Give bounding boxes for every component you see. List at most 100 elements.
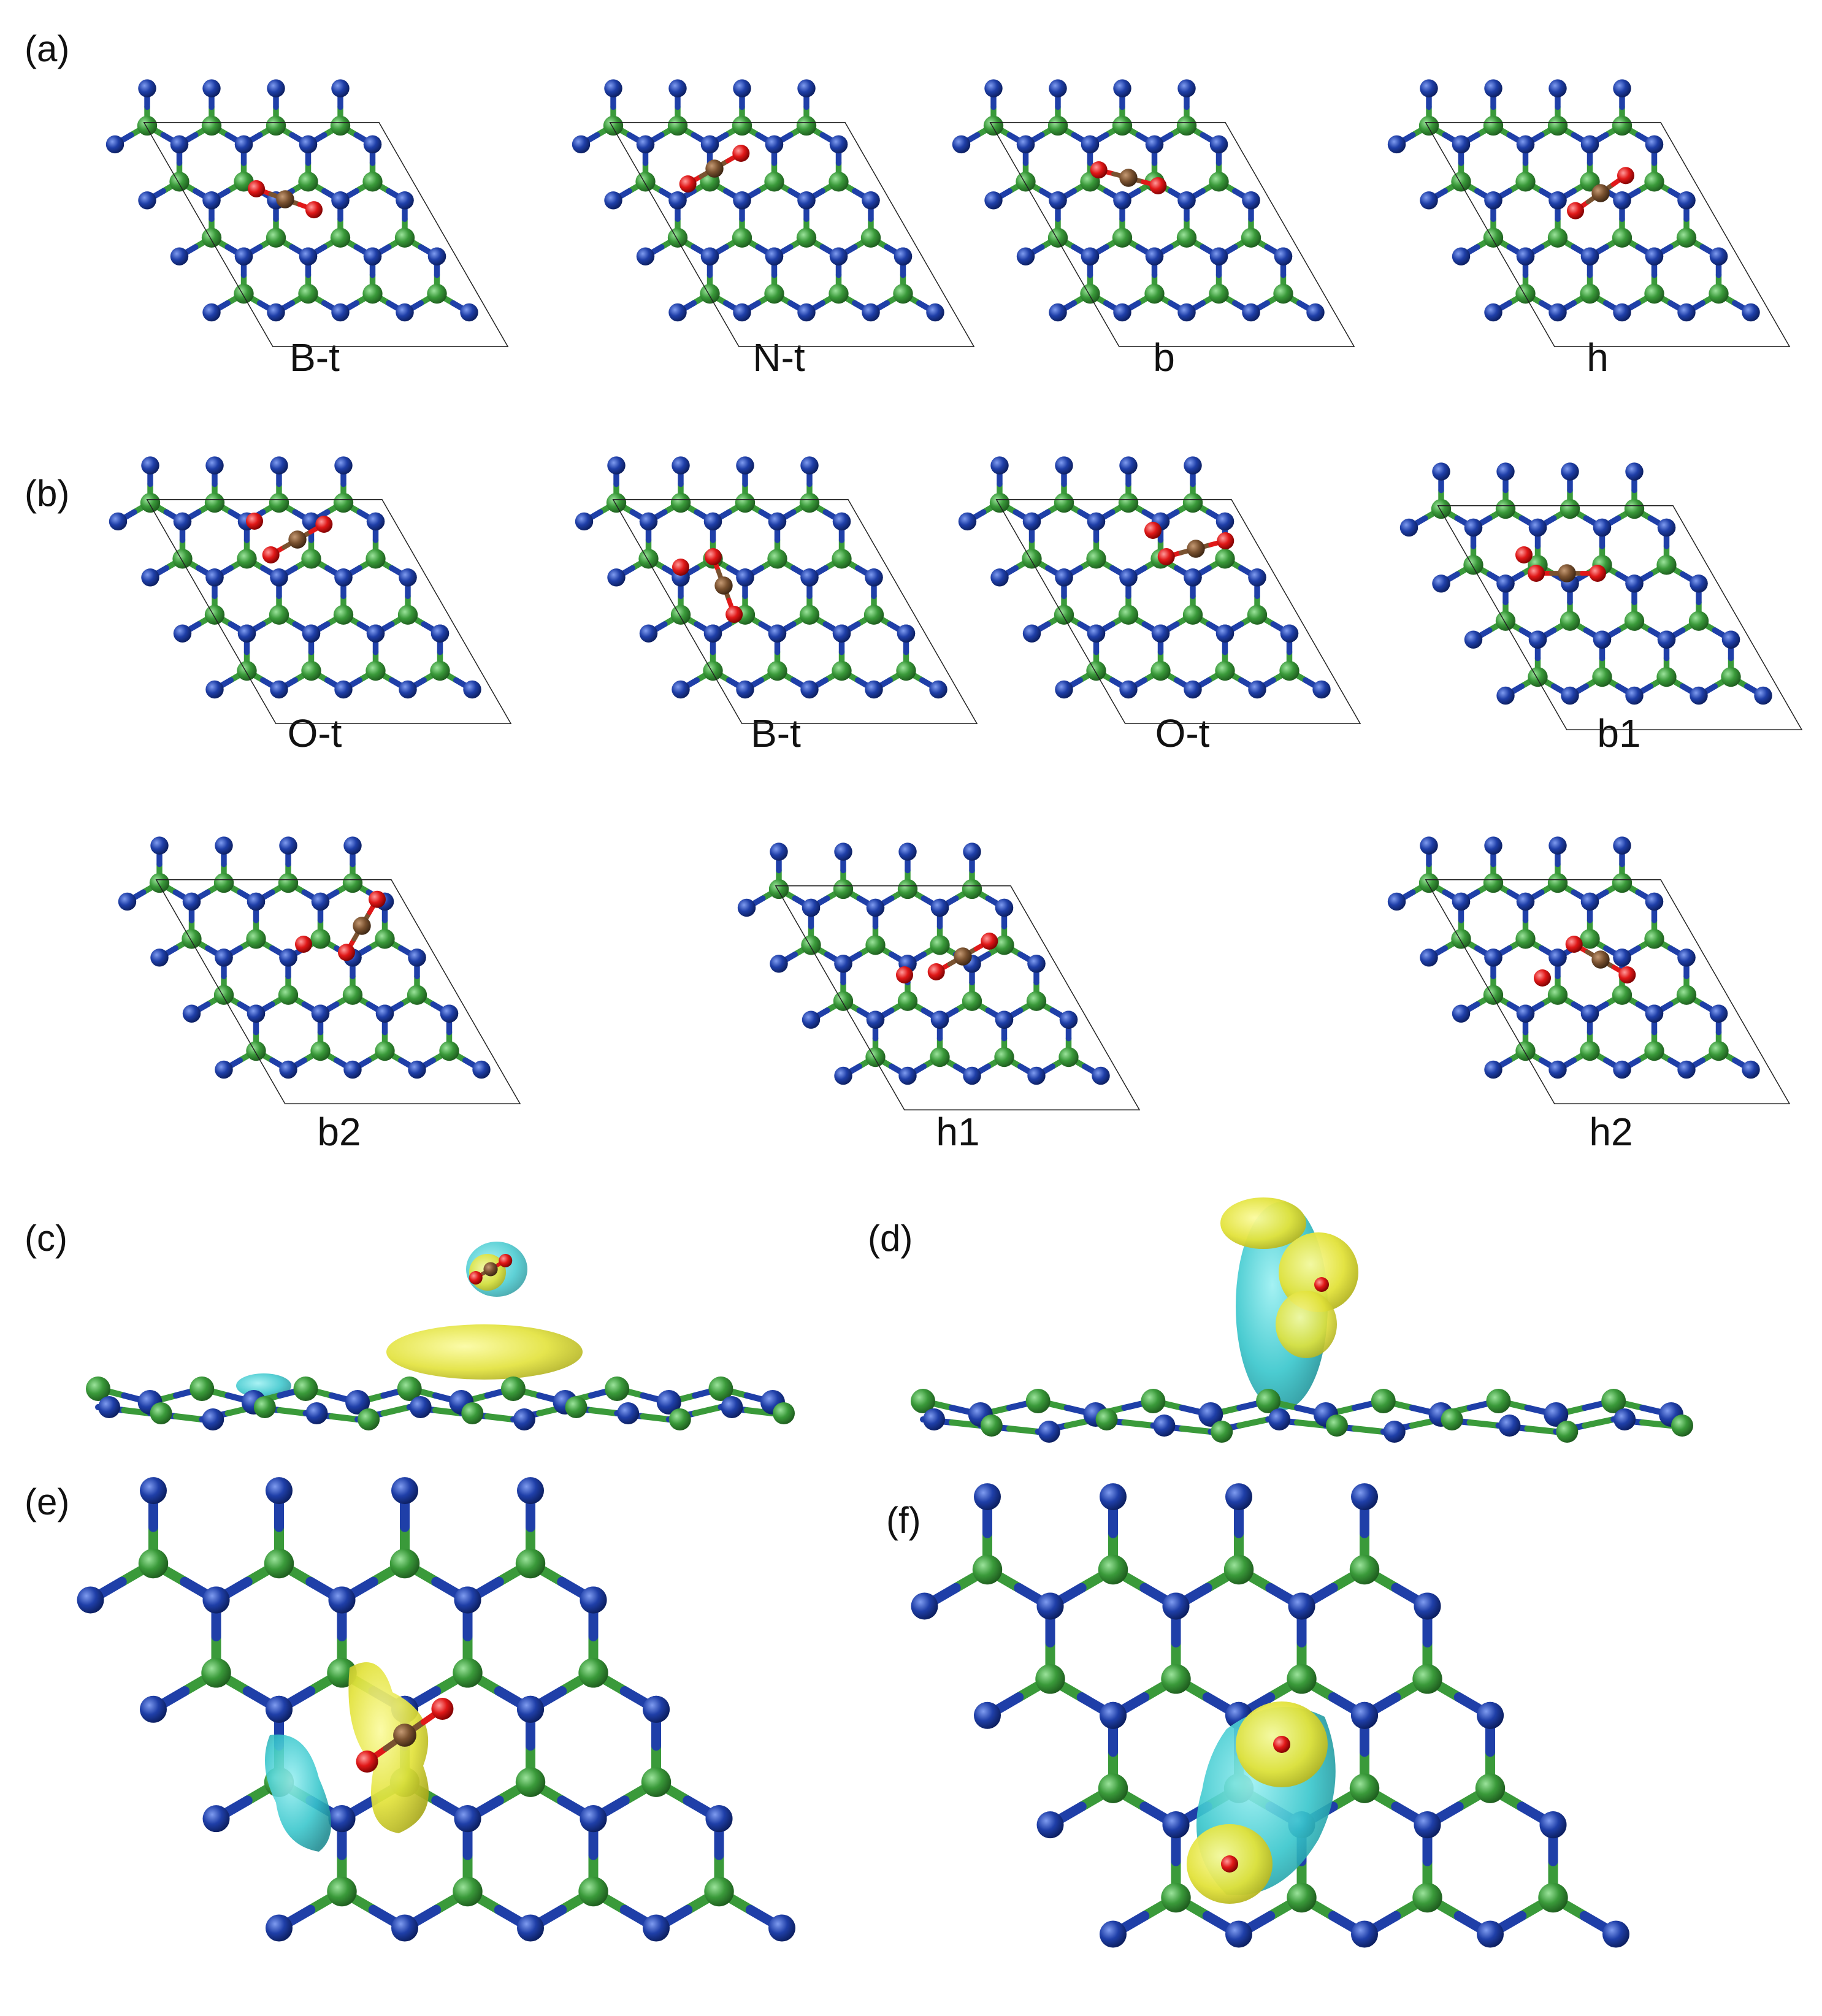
bond — [1466, 1419, 1502, 1429]
nitrogen-atom — [173, 512, 192, 531]
nitrogen-atom — [366, 512, 385, 531]
boron-atom — [578, 1876, 608, 1907]
nitrogen-atom — [334, 680, 353, 699]
nitrogen-atom — [1657, 630, 1676, 649]
boron-atom — [1671, 1415, 1693, 1437]
oxygen-atom — [1617, 167, 1634, 185]
nitrogen-atom — [829, 135, 848, 154]
nitrogen-atom — [990, 568, 1009, 587]
nitrogen-atom — [1754, 686, 1772, 705]
boron-atom — [1371, 1389, 1396, 1413]
boron-atom — [1412, 1882, 1442, 1913]
nitrogen-atom — [299, 135, 318, 154]
oxygen-atom — [896, 966, 913, 983]
nitrogen-atom — [363, 247, 382, 265]
structure-b1-4 — [1399, 462, 1803, 730]
boron-atom — [253, 1396, 276, 1418]
nitrogen-atom — [279, 1060, 297, 1079]
boron-atom — [1580, 1040, 1600, 1061]
boron-atom — [1644, 929, 1664, 949]
boron-atom — [1547, 227, 1568, 248]
boron-atom — [301, 549, 321, 569]
nitrogen-atom — [643, 1695, 670, 1723]
boron-atom — [204, 605, 225, 625]
boron-atom — [1644, 172, 1664, 192]
oxygen-atom — [725, 605, 743, 623]
boron-atom — [264, 1548, 294, 1579]
boron-atom — [1580, 283, 1600, 304]
nitrogen-atom — [513, 1408, 535, 1430]
boron-atom — [366, 660, 386, 681]
bond — [172, 1413, 205, 1422]
nitrogen-atom — [930, 1010, 949, 1029]
boron-atom — [137, 115, 158, 136]
nitrogen-atom — [1709, 247, 1728, 265]
top-view-f — [911, 1483, 1629, 1948]
structure-b2-2 — [737, 842, 1141, 1110]
nitrogen-atom — [408, 949, 426, 967]
boron-atom — [1451, 172, 1471, 192]
boron-atom — [1247, 605, 1268, 625]
oxygen-atom — [1314, 1277, 1329, 1292]
bond — [588, 1407, 621, 1416]
charge-density-side-views — [86, 1197, 1693, 1443]
caption-b1-2: B-t — [751, 711, 801, 755]
oxygen-atom — [679, 175, 697, 193]
panel-label-d: (d) — [868, 1218, 913, 1259]
boron-atom — [310, 929, 331, 949]
caption-b1-3: O-t — [1155, 711, 1210, 755]
nitrogen-atom — [800, 456, 819, 475]
oxygen-atom — [1273, 1736, 1290, 1753]
boron-atom — [1182, 492, 1203, 513]
nitrogen-atom — [580, 1805, 607, 1833]
nitrogen-atom — [270, 568, 288, 587]
boron-atom — [1483, 227, 1504, 248]
nitrogen-atom — [1548, 79, 1567, 97]
nitrogen-atom — [1209, 247, 1228, 265]
boron-atom — [863, 605, 884, 625]
nitrogen-atom — [1022, 512, 1041, 531]
nitrogen-atom — [834, 955, 852, 973]
boron-atom — [515, 1767, 546, 1797]
nitrogen-atom — [1184, 456, 1202, 475]
nitrogen-atom — [1548, 303, 1567, 322]
boron-atom — [1624, 498, 1645, 519]
boron-atom — [327, 1876, 357, 1907]
oxygen-atom — [499, 1254, 513, 1267]
boron-atom — [1547, 985, 1568, 1005]
nitrogen-atom — [1414, 1592, 1441, 1620]
nitrogen-atom — [311, 1004, 330, 1023]
nitrogen-atom — [1198, 1402, 1223, 1427]
boron-atom — [1161, 1882, 1191, 1913]
boron-atom — [972, 1554, 1003, 1585]
oxygen-atom — [295, 936, 312, 953]
boron-atom — [1209, 283, 1229, 304]
boron-atom — [204, 492, 225, 513]
nitrogen-atom — [1087, 624, 1106, 643]
boron-atom — [983, 115, 1004, 136]
nitrogen-atom — [958, 512, 977, 531]
nitrogen-atom — [1119, 456, 1138, 475]
nitrogen-atom — [202, 303, 221, 322]
boron-atom — [1580, 929, 1600, 949]
nitrogen-atom — [862, 303, 880, 322]
boron-atom — [989, 492, 1010, 513]
unit-cell — [155, 879, 521, 1104]
boron-atom — [1035, 1664, 1065, 1694]
boron-atom — [397, 1376, 422, 1401]
panel-label-a: (a) — [25, 28, 69, 69]
bond — [640, 1413, 672, 1422]
nitrogen-atom — [202, 1805, 230, 1833]
boron-atom — [1144, 283, 1165, 304]
boron-atom — [1612, 985, 1633, 1005]
nitrogen-atom — [984, 79, 1003, 97]
nitrogen-atom — [1742, 1060, 1760, 1079]
nitrogen-atom — [733, 79, 751, 97]
nitrogen-atom — [1151, 624, 1170, 643]
boron-atom — [1118, 605, 1139, 625]
unit-cell — [995, 499, 1361, 724]
side-view-c — [86, 1242, 795, 1430]
boron-atom — [149, 872, 170, 893]
boron-atom — [606, 492, 627, 513]
nitrogen-atom — [656, 1390, 681, 1415]
